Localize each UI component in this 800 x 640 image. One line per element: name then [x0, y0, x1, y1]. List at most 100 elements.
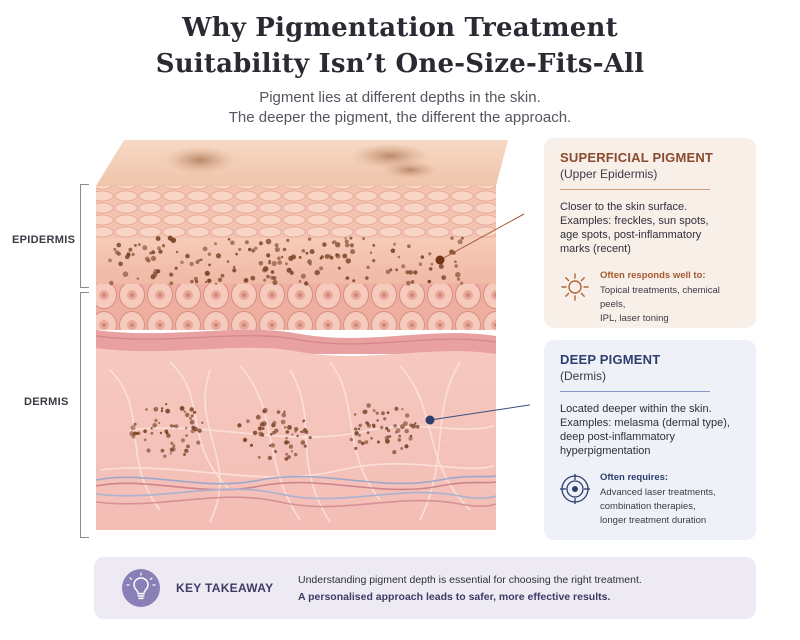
pigment-granule [160, 407, 164, 410]
pigment-granule [300, 440, 306, 445]
dermis-label: DERMIS [24, 396, 69, 408]
pigment-granule [287, 425, 292, 430]
pigment-granule [260, 433, 265, 437]
pigment-granule [324, 254, 330, 259]
pigment-granule [271, 260, 277, 267]
pigment-granule [441, 275, 447, 280]
pigment-granule [242, 437, 248, 443]
pigment-granule [288, 444, 294, 449]
pigment-granule [172, 444, 176, 448]
pigment-granule [428, 252, 432, 256]
epidermis-bracket [80, 184, 89, 288]
pigment-granule [169, 452, 172, 455]
superficial-description: Closer to the skin surface. Examples: fr… [560, 200, 740, 256]
pigment-granule [360, 441, 365, 446]
pigment-granule [398, 434, 402, 438]
pigment-granule [195, 280, 199, 284]
deep-subtitle: (Dermis) [560, 369, 606, 383]
pigment-granule [157, 246, 161, 251]
pigment-granule [366, 431, 370, 435]
dermis-bracket [80, 292, 89, 538]
pigment-granule [150, 255, 157, 262]
key-takeaway-label: KEY TAKEAWAY [176, 581, 274, 595]
subtitle-line-1: Pigment lies at different depths in the … [259, 89, 541, 106]
skin-cross-section-illustration [95, 140, 530, 530]
pigment-granule [155, 236, 161, 241]
pigment-granule [418, 262, 423, 266]
pigment-granule [226, 260, 230, 263]
pigment-granule [365, 276, 369, 280]
pigment-granule [133, 431, 137, 436]
superficial-desc-line: marks (recent) [560, 243, 631, 255]
pigment-granule [166, 433, 171, 438]
pigment-granule [235, 252, 238, 256]
pigment-granule [415, 424, 420, 429]
superficial-marker-dot [435, 255, 445, 265]
pigment-granule [461, 236, 464, 240]
pigment-granule [337, 266, 341, 270]
pigment-granule [366, 423, 371, 428]
pigment-granule [322, 242, 327, 247]
pigment-granule [294, 427, 299, 432]
pigment-granule [180, 438, 185, 443]
pigment-granule [344, 239, 349, 244]
pigment-granule [284, 457, 289, 461]
pigment-granule [300, 273, 306, 279]
pigment-granule [387, 429, 391, 433]
pigment-granule [197, 428, 202, 433]
pigment-granule [193, 410, 197, 414]
pigment-granule [160, 448, 165, 453]
pigment-granule [285, 452, 289, 456]
pigment-granule [214, 242, 217, 246]
pigment-granule [335, 242, 341, 248]
pigment-granule [131, 252, 135, 256]
pigment-granule [420, 255, 425, 259]
pigment-granule [358, 423, 363, 428]
pigment-granule [258, 241, 263, 246]
pigment-granule [265, 238, 272, 245]
pigment-granule [122, 271, 129, 277]
deep-desc-line: Examples: melasma (dermal type), [560, 417, 730, 429]
pigment-granule [381, 411, 385, 416]
pigment-granule [319, 257, 323, 260]
pigment-granule [261, 421, 267, 427]
pigment-granule [232, 265, 236, 269]
pigment-granule [193, 426, 198, 432]
superficial-subtitle: (Upper Epidermis) [560, 167, 658, 181]
deep-marker-dot [425, 415, 435, 425]
pigment-granule [133, 422, 137, 426]
pigment-granule [272, 279, 278, 286]
pigment-granule [284, 426, 287, 429]
pigment-granule [143, 429, 147, 434]
pigment-granule [354, 446, 358, 450]
pigment-granule [270, 275, 274, 280]
pigment-granule [220, 273, 225, 278]
superficial-response-text: Topical treatments, chemical peels, IPL,… [600, 284, 740, 326]
pigment-granule [395, 268, 398, 272]
pigment-granule [285, 430, 290, 434]
superficial-title: SUPERFICIAL PIGMENT [560, 150, 714, 165]
pigment-granule [183, 453, 186, 456]
deep-title: DEEP PIGMENT [560, 352, 661, 367]
pigment-granule [285, 262, 288, 266]
pigment-granule [301, 249, 306, 253]
skin-surface [96, 140, 508, 186]
pigment-granule [189, 419, 195, 425]
pigment-granule [180, 260, 184, 264]
pigment-granule [185, 412, 190, 418]
deep-response: Often requires: Advanced laser treatment… [560, 472, 740, 528]
pigment-granule [165, 408, 171, 414]
pigment-granule [185, 253, 190, 259]
basement-membrane [96, 329, 496, 354]
deep-desc-line: Located deeper within the skin. [560, 403, 712, 415]
pigment-granule [307, 237, 312, 241]
pigment-granule [251, 248, 256, 253]
pigment-granule [165, 403, 168, 406]
pigment-granule [402, 421, 408, 427]
pigment-granule [354, 431, 359, 436]
pigment-granule [167, 235, 173, 241]
pigment-granule [358, 434, 361, 437]
pigment-granule [108, 258, 112, 263]
pigment-granule [309, 249, 315, 255]
pigment-granule [400, 447, 404, 450]
